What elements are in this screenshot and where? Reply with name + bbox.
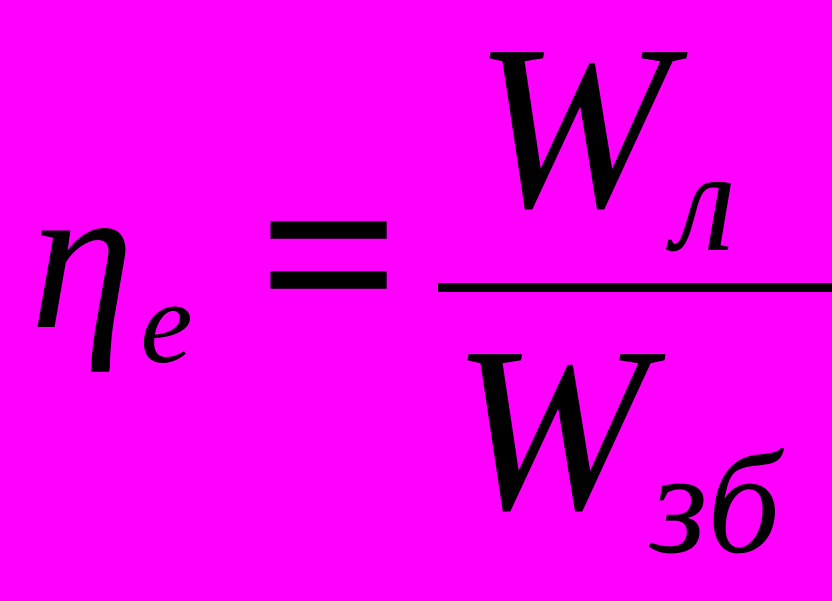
denominator-subscript: зб [650,423,781,584]
fraction-numerator: Wл [438,10,832,275]
denominator-symbol: W [452,299,648,559]
fraction-bar [438,283,832,292]
fraction-denominator: Wзб [438,312,832,577]
eta-term: ηe [30,152,193,382]
fraction: Wл Wзб [438,10,832,577]
eta-subscript: e [140,257,193,389]
equals-sign: = [258,116,401,393]
numerator-subscript: л [672,121,736,282]
numerator-symbol: W [474,0,670,257]
eta-symbol: η [30,141,135,373]
